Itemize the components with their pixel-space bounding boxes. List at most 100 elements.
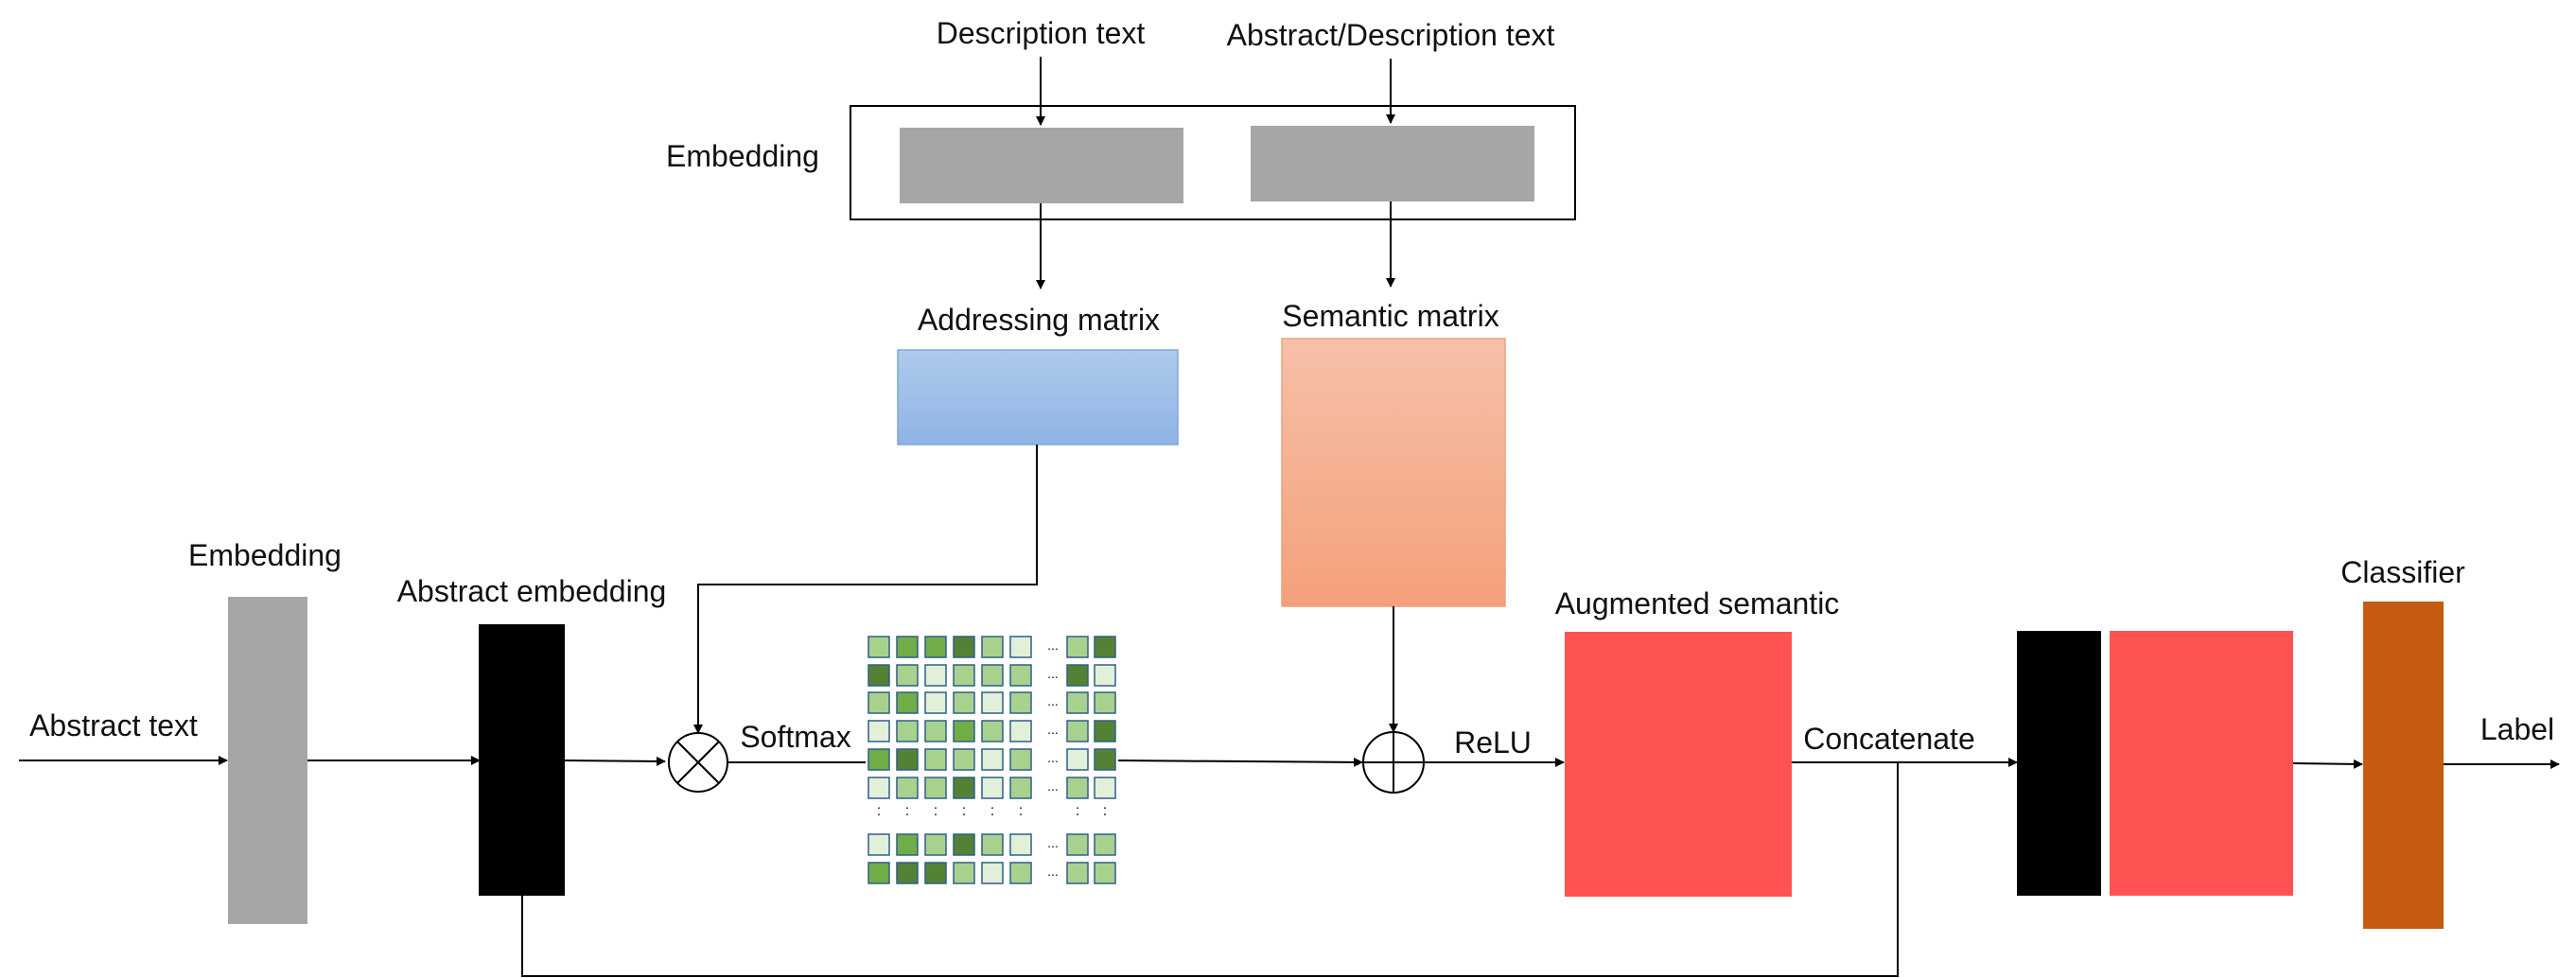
grid-cell <box>924 862 947 884</box>
classifier-label: Classifier <box>2340 555 2465 589</box>
grid-cell <box>981 636 1004 658</box>
grid-cell <box>953 833 975 856</box>
concat-augmented-block <box>2110 631 2293 896</box>
grid-cell <box>1066 777 1089 799</box>
grid-cell <box>953 636 975 658</box>
residual-skip-connection <box>521 762 1899 977</box>
grid-cell <box>896 664 919 687</box>
grid-cell <box>1009 833 1032 856</box>
concat-abstract-block <box>2017 631 2101 896</box>
augmented-semantic-label: Augmented semantic <box>1555 586 1840 620</box>
grid-vertical-dots: : <box>990 803 994 819</box>
grid-cell <box>953 748 975 771</box>
grid-cell <box>953 862 975 884</box>
grid-cell <box>1066 833 1089 856</box>
grid-cell <box>896 691 919 714</box>
grid-cell <box>867 636 890 658</box>
grid-cell <box>924 777 947 799</box>
grid-cell <box>896 833 919 856</box>
grid-cell <box>896 636 919 658</box>
grid-cell <box>1009 748 1032 771</box>
grid-cell <box>1009 862 1032 884</box>
grid-cell <box>1009 720 1032 742</box>
grid-cell <box>1094 833 1116 856</box>
grid-cell <box>1094 748 1116 771</box>
grid-cell <box>1066 720 1089 742</box>
description-text-label: Description text <box>937 16 1146 50</box>
grid-cell <box>1066 691 1089 714</box>
addressing-to-multiply-connector <box>693 445 1038 734</box>
top-embedding-label: Embedding <box>666 139 819 173</box>
grid-cell <box>1009 777 1032 799</box>
grid-ellipsis: ... <box>1047 750 1059 765</box>
grid-cell <box>1066 748 1089 771</box>
grid-cell <box>1066 636 1089 658</box>
grid-cell <box>1066 664 1089 687</box>
abstract-text-label: Abstract text <box>29 708 198 742</box>
relu-label: ReLU <box>1454 725 1532 760</box>
addressing-matrix-label: Addressing matrix <box>918 303 1160 337</box>
grid-ellipsis: ... <box>1047 693 1059 708</box>
grid-cell <box>924 636 947 658</box>
grid-cell <box>1009 664 1032 687</box>
addressing-matrix-block <box>897 349 1179 445</box>
add-operator <box>1362 731 1425 794</box>
grid-cell <box>924 691 947 714</box>
grid-ellipsis: ... <box>1047 778 1059 794</box>
grid-vertical-dots: : <box>1103 803 1107 819</box>
description-embedding-block <box>900 128 1183 203</box>
concatenate-label: Concatenate <box>1803 722 1974 756</box>
grid-cell <box>896 748 919 771</box>
grid-cell <box>981 862 1004 884</box>
grid-ellipsis: ... <box>1047 864 1059 879</box>
concat-to-classifier-arrow <box>2292 759 2363 769</box>
left-embedding-block <box>228 597 307 924</box>
grid-cell <box>1094 691 1116 714</box>
grid-cell <box>867 862 890 884</box>
grid-cell <box>1094 636 1116 658</box>
grid-cell <box>953 720 975 742</box>
grid-cell <box>924 833 947 856</box>
left-embedding-label: Embedding <box>188 538 342 572</box>
grid-cell <box>867 833 890 856</box>
grid-cell <box>981 748 1004 771</box>
grid-cell <box>1066 862 1089 884</box>
grid-cell <box>924 720 947 742</box>
grid-cell <box>953 691 975 714</box>
grid-cell <box>867 777 890 799</box>
grid-cell <box>953 664 975 687</box>
softmax-label: Softmax <box>740 720 850 754</box>
augmented-semantic-block <box>1565 632 1792 897</box>
abstract-description-text-label: Abstract/Description text <box>1227 18 1555 52</box>
grid-cell <box>953 777 975 799</box>
grid-cell <box>924 748 947 771</box>
semantic-matrix-label: Semantic matrix <box>1282 299 1498 333</box>
grid-ellipsis: ... <box>1047 666 1059 681</box>
grid-cell <box>896 862 919 884</box>
top-embedding-frame <box>850 105 1576 220</box>
grid-cell <box>867 664 890 687</box>
attention-to-add-arrow <box>1117 757 1363 767</box>
grid-ellipsis: ... <box>1047 722 1059 737</box>
grid-cell <box>981 720 1004 742</box>
abstract-embedding-label: Abstract embedding <box>397 574 667 608</box>
semantic-matrix-block <box>1281 338 1506 607</box>
attention-weight-grid: ........................:::::::: <box>867 636 1116 884</box>
grid-cell <box>867 748 890 771</box>
grid-cell <box>1094 777 1116 799</box>
grid-cell <box>1009 691 1032 714</box>
grid-cell <box>867 720 890 742</box>
abstract-embedding-block <box>479 624 565 896</box>
grid-cell <box>1094 720 1116 742</box>
multiply-operator <box>668 732 728 793</box>
grid-cell <box>896 777 919 799</box>
grid-cell <box>1094 664 1116 687</box>
grid-cell <box>1009 636 1032 658</box>
grid-vertical-dots: : <box>962 803 966 819</box>
grid-cell <box>896 720 919 742</box>
abstract-embedding-to-multiply-arrow <box>564 756 666 766</box>
grid-ellipsis: ... <box>1047 637 1059 653</box>
grid-cell <box>981 833 1004 856</box>
grid-cell <box>981 777 1004 799</box>
